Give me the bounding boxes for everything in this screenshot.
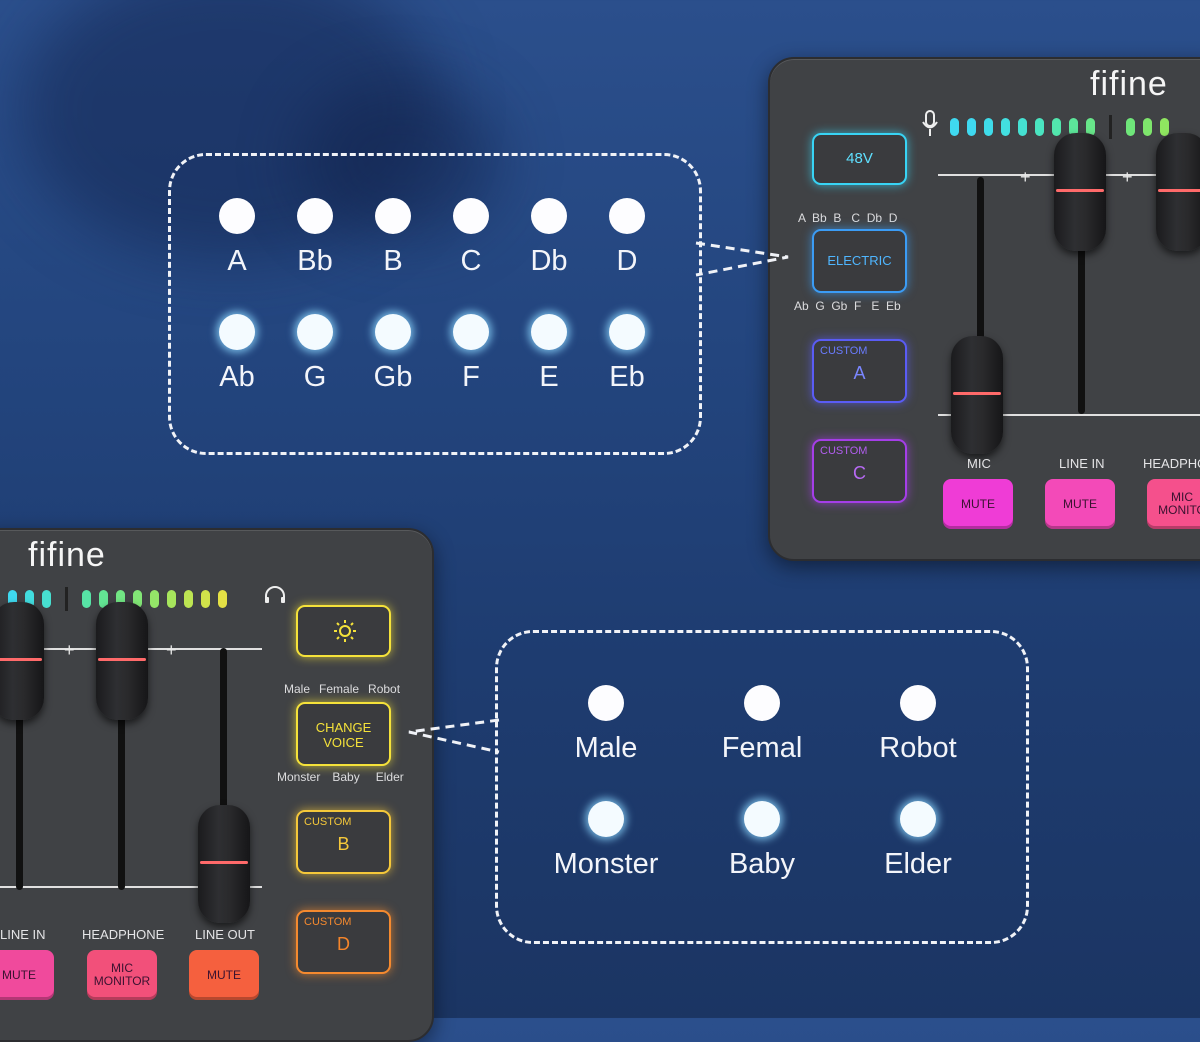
- pitch-option: Eb: [588, 314, 666, 394]
- pitch-indicator: [297, 314, 333, 350]
- pitch-callout: [168, 153, 702, 455]
- sun-icon: [334, 620, 356, 642]
- pitch-option: C: [432, 198, 510, 278]
- line-in-label: LINE IN: [0, 927, 46, 942]
- pitch-indicator: [453, 314, 489, 350]
- mic-monitor-button[interactable]: MIC MONITOR: [87, 950, 157, 1000]
- pitch-option: F: [432, 314, 510, 394]
- mic-mute-button[interactable]: MUTE: [943, 479, 1013, 529]
- line-in-fader-knob[interactable]: [0, 602, 44, 720]
- voice-indicator: [900, 801, 936, 837]
- pitch-option: D: [588, 198, 666, 278]
- custom-d-button[interactable]: CUSTOM D: [296, 910, 391, 974]
- pitch-option: B: [354, 198, 432, 278]
- pitch-indicator: [219, 314, 255, 350]
- headphone-fader-knob[interactable]: [1156, 133, 1200, 251]
- line-in-fader-track: [1078, 194, 1085, 414]
- voice-indicator: [900, 685, 936, 721]
- pitch-grid: A Bb B C Db D Ab G Gb F E Eb: [198, 198, 666, 394]
- pitch-indicator: [609, 198, 645, 234]
- pitch-option: Db: [510, 198, 588, 278]
- voice-callout: [495, 630, 1029, 944]
- phantom-power-48v-button[interactable]: 48V: [812, 133, 907, 185]
- custom-c-button[interactable]: CUSTOM C: [812, 439, 907, 503]
- mic-fader-knob[interactable]: [951, 336, 1003, 454]
- pitch-option: Ab: [198, 314, 276, 394]
- pitch-option: A: [198, 198, 276, 278]
- voice-option: Femal: [684, 685, 840, 765]
- pitch-option: E: [510, 314, 588, 394]
- level-meter: [8, 587, 227, 611]
- pitch-option: Bb: [276, 198, 354, 278]
- pitch-indicator: [531, 314, 567, 350]
- mixer-panel-left: fifine Male Female Robot CHANGE VOICE Mo…: [0, 528, 434, 1042]
- custom-b-button[interactable]: CUSTOM B: [296, 810, 391, 874]
- pitch-labels-row2: Ab G Gb F E Eb: [794, 299, 901, 313]
- pitch-indicator: [375, 314, 411, 350]
- headphone-icon: [265, 586, 285, 603]
- custom-a-button[interactable]: CUSTOM A: [812, 339, 907, 403]
- headphone-fader-knob[interactable]: [96, 602, 148, 720]
- plus-icon: +: [1020, 167, 1031, 187]
- voice-indicator: [588, 801, 624, 837]
- line-in-mute-button[interactable]: MUTE: [1045, 479, 1115, 529]
- brand-logo: fifine: [28, 536, 106, 574]
- voice-option: Monster: [528, 801, 684, 881]
- headphone-fader-track: [118, 710, 125, 890]
- electric-button[interactable]: ELECTRIC: [812, 229, 907, 293]
- voice-labels-row2: Monster Baby Elder: [277, 770, 404, 784]
- headphone-label: HEADPHONE: [82, 927, 165, 942]
- plus-icon: +: [64, 640, 75, 660]
- level-meter: [950, 115, 1169, 139]
- voice-grid: Male Femal Robot Monster Baby Elder: [528, 685, 996, 881]
- voice-indicator: [744, 801, 780, 837]
- line-out-mute-button[interactable]: MUTE: [189, 950, 259, 1000]
- line-in-label: LINE IN: [1059, 456, 1105, 471]
- voice-labels-row1: Male Female Robot: [284, 682, 401, 696]
- plus-icon: +: [166, 640, 177, 660]
- pitch-indicator: [609, 314, 645, 350]
- voice-option: Baby: [684, 801, 840, 881]
- brightness-button[interactable]: [296, 605, 391, 657]
- mic-monitor-button[interactable]: MIC MONITO: [1147, 479, 1200, 529]
- voice-option: Male: [528, 685, 684, 765]
- line-out-fader-knob[interactable]: [198, 805, 250, 923]
- pitch-option: G: [276, 314, 354, 394]
- voice-option: Robot: [840, 685, 996, 765]
- mixer-panel-right: fifine 48V A Bb B C Db D ELECTRIC Ab G G…: [768, 57, 1200, 561]
- pitch-labels-row1: A Bb B C Db D: [798, 211, 898, 225]
- change-voice-button[interactable]: CHANGE VOICE: [296, 702, 391, 766]
- line-in-fader-track: [16, 710, 23, 890]
- pitch-indicator: [531, 198, 567, 234]
- microphone-icon: [922, 110, 938, 136]
- pitch-indicator: [453, 198, 489, 234]
- voice-indicator: [588, 685, 624, 721]
- pitch-indicator: [219, 198, 255, 234]
- plus-icon: +: [1122, 167, 1133, 187]
- brand-logo: fifine: [1090, 65, 1168, 103]
- line-in-mute-button[interactable]: MUTE: [0, 950, 54, 1000]
- pitch-indicator: [375, 198, 411, 234]
- line-out-label: LINE OUT: [195, 927, 255, 942]
- line-in-fader-knob[interactable]: [1054, 133, 1106, 251]
- pitch-option: Gb: [354, 314, 432, 394]
- voice-option: Elder: [840, 801, 996, 881]
- headphone-label: HEADPHO: [1143, 456, 1200, 471]
- mic-label: MIC: [967, 456, 991, 471]
- mic-fader-track: [977, 177, 984, 392]
- pitch-indicator: [297, 198, 333, 234]
- line-out-fader-track: [220, 648, 227, 838]
- voice-indicator: [744, 685, 780, 721]
